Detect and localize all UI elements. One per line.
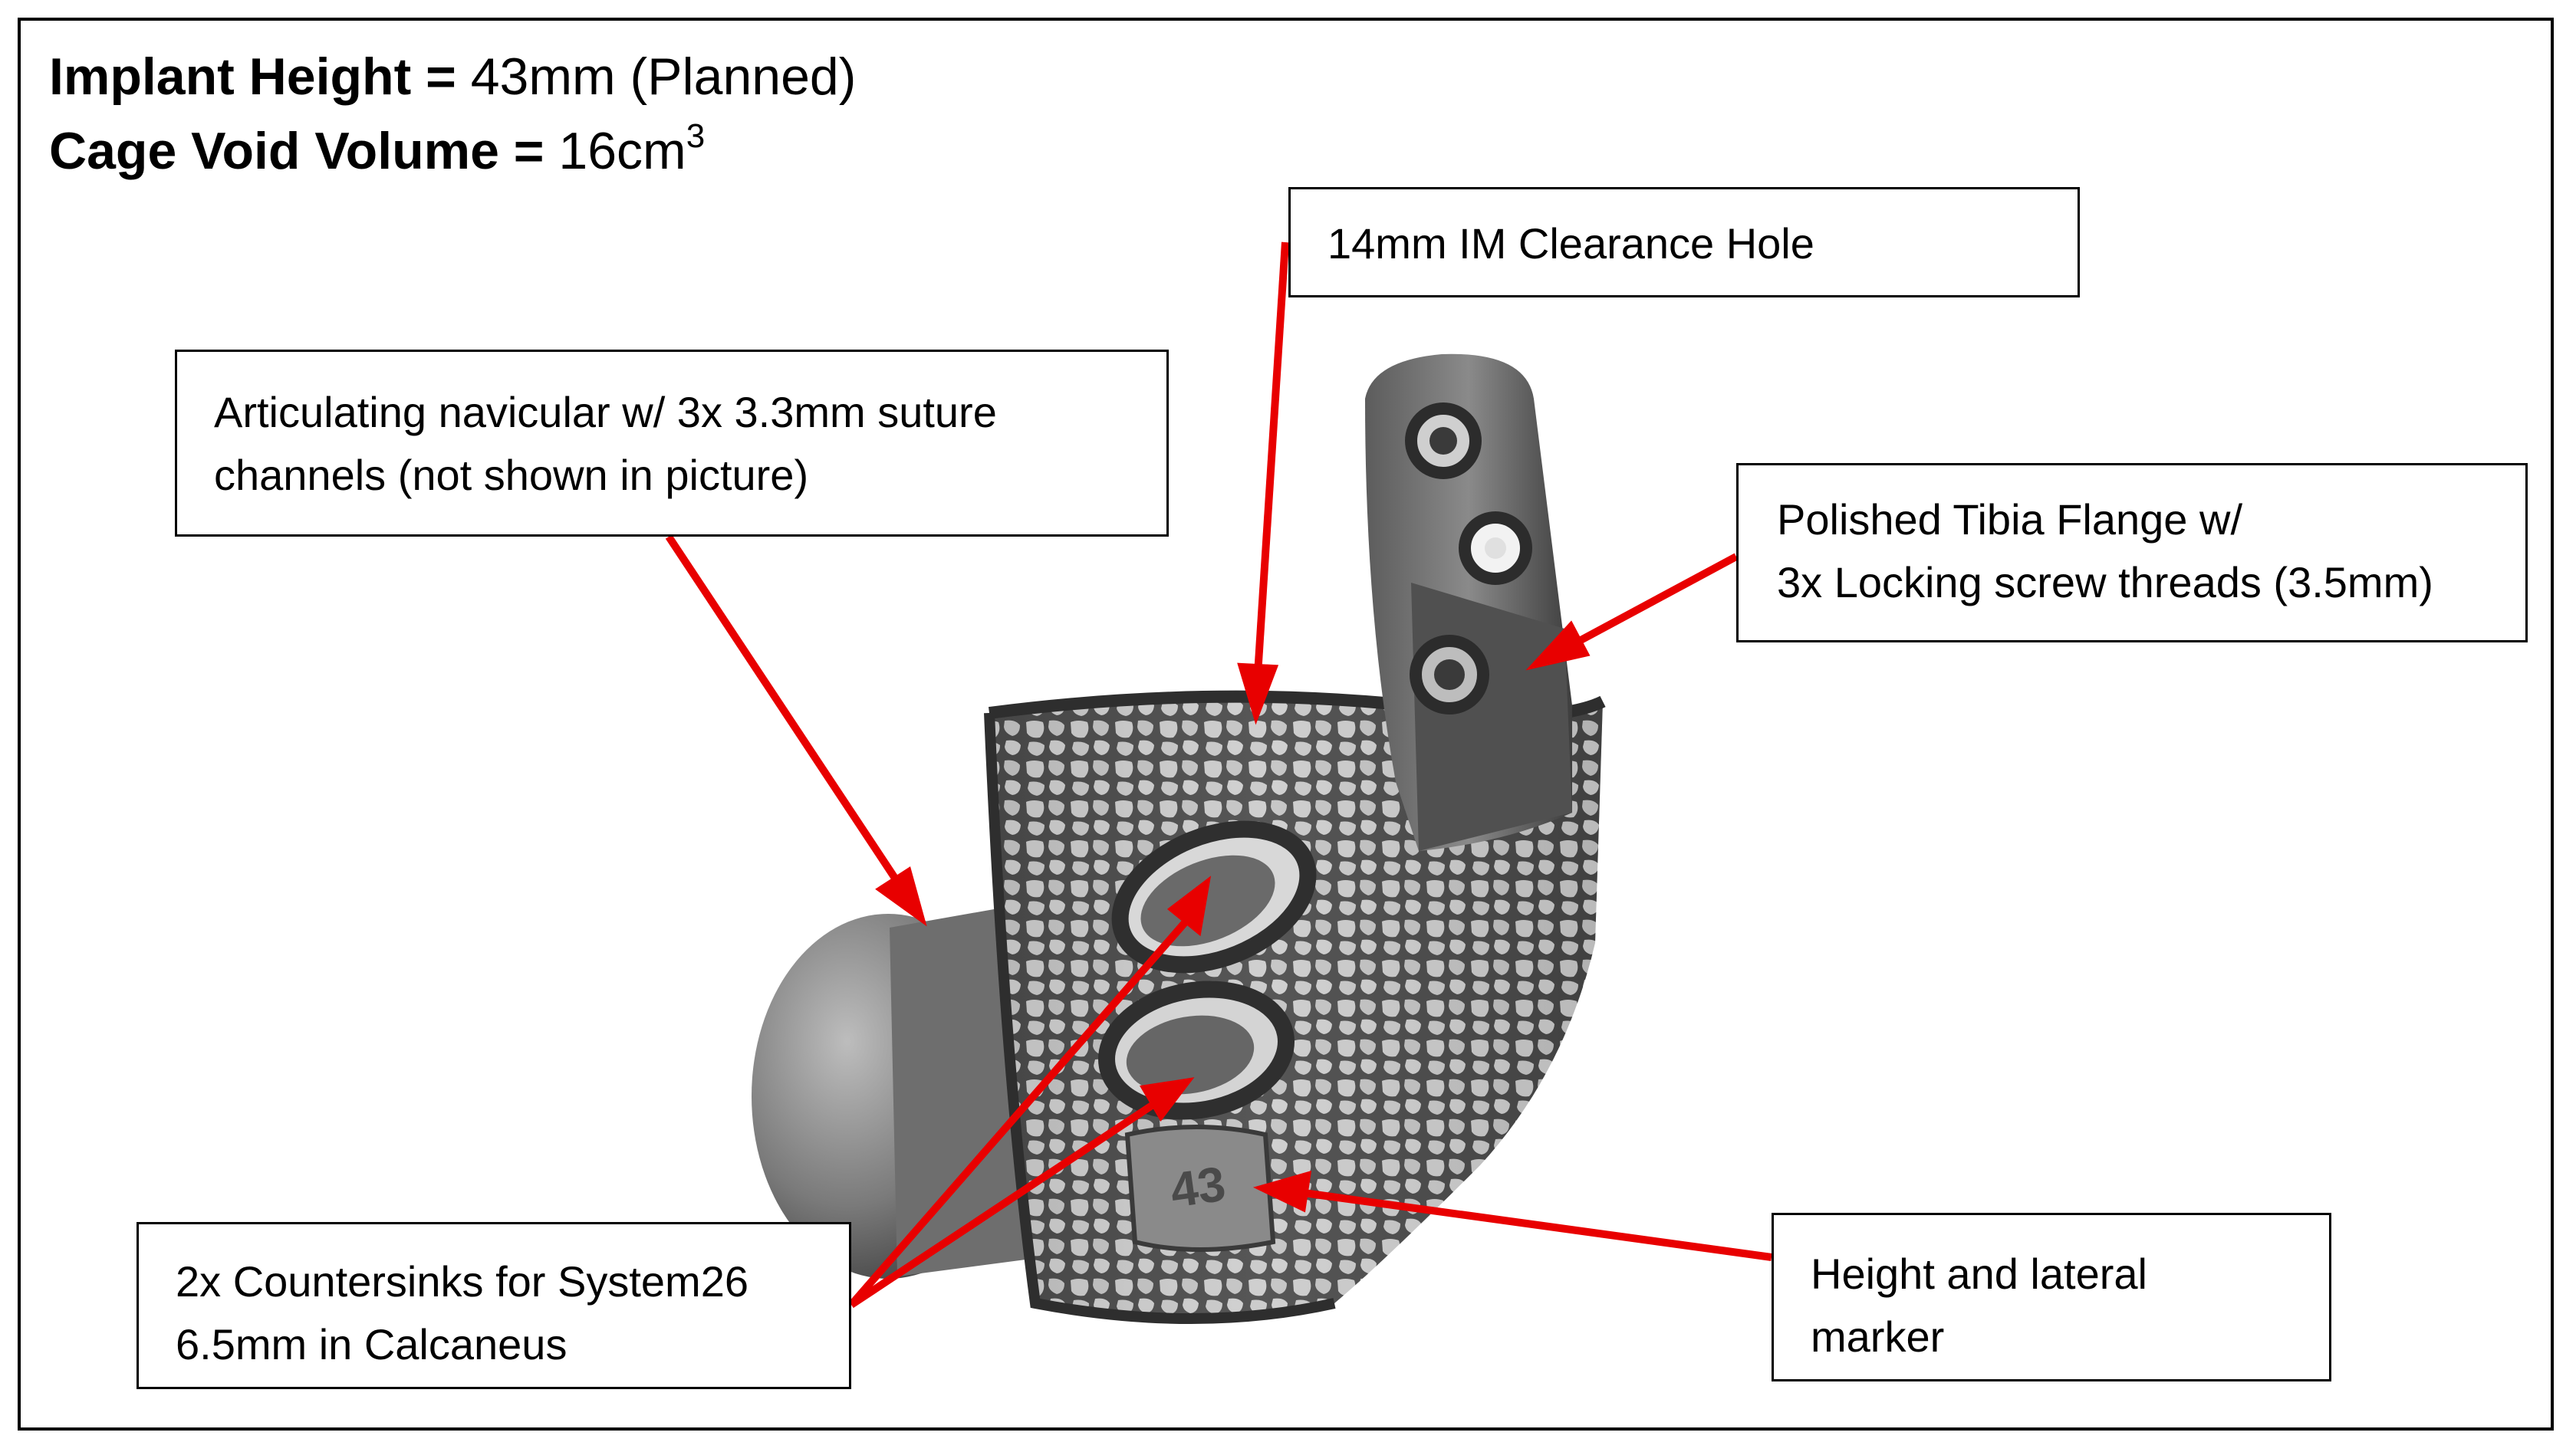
callout-im-clearance-hole: 14mm IM Clearance Hole bbox=[1288, 187, 2080, 297]
height-marker-text: 43 bbox=[1167, 1156, 1229, 1218]
implant-height-label: Implant Height = bbox=[49, 48, 456, 106]
callout-text-line: Articulating navicular w/ 3x 3.3mm sutur… bbox=[214, 388, 997, 436]
callout-text-line: 14mm IM Clearance Hole bbox=[1327, 219, 1814, 268]
figure-frame bbox=[18, 18, 2554, 1431]
implant-height-value: 43mm (Planned) bbox=[456, 48, 857, 106]
cage-void-volume-value: 16cm bbox=[544, 122, 686, 180]
callout-arrows bbox=[665, 241, 1772, 1309]
cage-void-volume-superscript: 3 bbox=[686, 117, 706, 155]
callout-height-lateral-marker: Height and lateral marker bbox=[1772, 1213, 2331, 1381]
height-marker-plate bbox=[1124, 1125, 1276, 1252]
cage-void-volume-line: Cage Void Volume = 16cm3 bbox=[49, 120, 705, 182]
callout-tibia-flange: Polished Tibia Flange w/ 3x Locking scre… bbox=[1736, 463, 2528, 642]
cage-void-volume-label: Cage Void Volume = bbox=[49, 122, 544, 180]
implant-height-line: Implant Height = 43mm (Planned) bbox=[49, 46, 856, 107]
callout-articulating-navicular: Articulating navicular w/ 3x 3.3mm sutur… bbox=[175, 350, 1169, 537]
callout-countersinks: 2x Countersinks for System26 6.5mm in Ca… bbox=[137, 1222, 851, 1389]
callout-text-line: channels (not shown in picture) bbox=[214, 451, 809, 499]
callout-text-line: 6.5mm in Calcaneus bbox=[176, 1320, 568, 1368]
callout-text-line: Polished Tibia Flange w/ bbox=[1777, 495, 2243, 544]
callout-text-line: 2x Countersinks for System26 bbox=[176, 1257, 748, 1306]
callout-text-line: 3x Locking screw threads (3.5mm) bbox=[1777, 558, 2433, 606]
callout-text-line: Height and lateral bbox=[1811, 1250, 2147, 1298]
callout-text-line: marker bbox=[1811, 1312, 1945, 1361]
